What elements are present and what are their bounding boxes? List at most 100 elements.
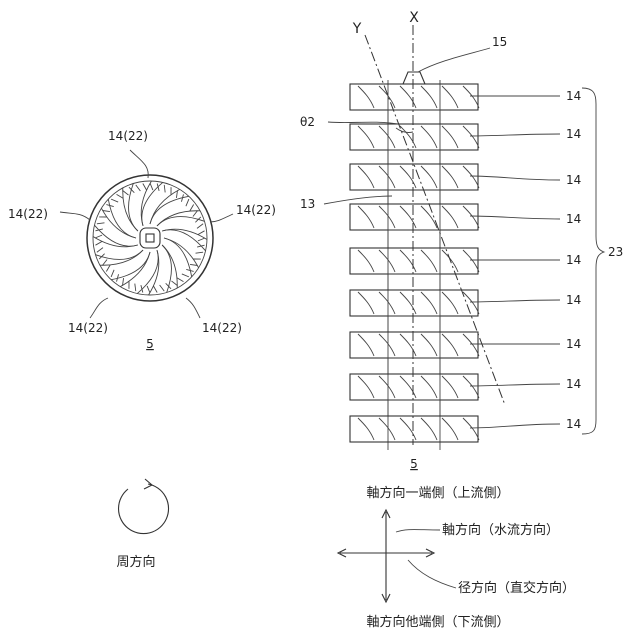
rotor-blade-edge-2 — [162, 245, 171, 293]
blade-hatch-2-6 — [463, 126, 479, 148]
leader-line-bottom-left — [90, 298, 108, 318]
blade-hatch-4-1 — [358, 206, 374, 228]
blade-hatch-1-6 — [463, 86, 479, 108]
blade-hatch-8-6 — [463, 376, 479, 398]
rim-hatch-20 — [106, 265, 110, 272]
axis-y-label: Y — [352, 21, 362, 37]
blade-hatch-5-3 — [400, 250, 416, 272]
label-14-row-6: 14 — [566, 293, 581, 307]
rim-hatch-15 — [135, 284, 136, 292]
blade-hatch-4-3 — [400, 206, 416, 228]
blade-hatch-9-2 — [379, 418, 395, 440]
label-theta2: θ2 — [300, 115, 315, 129]
blade-hatch-5-1 — [358, 250, 374, 272]
leader-radial — [408, 560, 456, 588]
rim-hatch-1 — [198, 238, 205, 241]
rim-hatch-21 — [102, 259, 107, 265]
leader-line-top — [130, 150, 148, 178]
label-14-22-top: 14(22) — [108, 129, 148, 143]
blade-stack — [350, 84, 479, 442]
rim-hatch-31 — [111, 199, 118, 202]
blade-hatch-1-5 — [442, 86, 458, 108]
rim-hatch-48 — [198, 231, 205, 235]
blade-hatch-6-2 — [379, 292, 395, 314]
blade-hatch-5-6 — [463, 250, 479, 272]
leader-line-bottom-right — [186, 298, 200, 318]
blade-hatch-7-2 — [379, 334, 395, 356]
blade-hatch-9-3 — [400, 418, 416, 440]
blade-hatch-9-6 — [463, 418, 479, 440]
blade-hatch-3-4 — [421, 166, 437, 188]
rim-hatch-32 — [117, 194, 124, 198]
label-14-row-3: 14 — [566, 173, 581, 187]
row-connector-1 — [388, 110, 440, 124]
rotor-blade-edge-5 — [95, 250, 143, 259]
label-15: 15 — [492, 35, 507, 49]
label-14-row-8: 14 — [566, 377, 581, 391]
direction-legend: 軸方向一端側（上流側） 軸方向（水流方向） 径方向（直交方向） 軸方向他端側（下… — [338, 485, 575, 630]
rim-hatch-43 — [186, 199, 189, 206]
rim-hatch-8 — [177, 278, 184, 282]
rim-hatch-11 — [160, 285, 165, 291]
blade-hatch-3-3 — [400, 166, 416, 188]
leader-14-row-9 — [470, 424, 560, 428]
circumferential-indicator: 周方向 — [116, 479, 168, 570]
leader-axial — [396, 530, 440, 533]
rotor-blade-edge-11 — [157, 217, 205, 226]
label-14-22-bottom-right: 14(22) — [202, 321, 242, 335]
label-14-22-bottom-left: 14(22) — [68, 321, 108, 335]
label-13: 13 — [300, 197, 315, 211]
leader-line-left — [60, 212, 90, 220]
rim-hatch-45 — [193, 211, 198, 217]
label-14-row-9: 14 — [566, 417, 581, 431]
blade-hatch-8-2 — [379, 376, 395, 398]
blade-hatch-4-5 — [442, 206, 458, 228]
blade-row-6 — [350, 290, 478, 316]
blade-hatch-6-5 — [442, 292, 458, 314]
label-14-22-right: 14(22) — [236, 203, 276, 217]
rim-hatch-33 — [123, 190, 129, 195]
label-14-row-4: 14 — [566, 212, 581, 226]
legend-radial: 径方向（直交方向） — [458, 580, 575, 596]
label-14-row-2: 14 — [566, 127, 581, 141]
leader-15 — [418, 48, 490, 72]
rotor-blade-9 — [141, 181, 151, 226]
shaft-square-hole — [146, 234, 154, 242]
blade-leader-lines: 141414141414141414 — [470, 89, 581, 431]
rim-hatch-13 — [147, 286, 150, 293]
row-connector-2 — [388, 150, 440, 164]
rim-hatch-3 — [196, 252, 204, 253]
label-circumferential: 周方向 — [116, 554, 155, 570]
rim-hatch-7 — [182, 274, 189, 277]
blade-hatch-3-6 — [463, 166, 479, 188]
blade-row-8 — [350, 374, 478, 400]
blade-row-4 — [350, 204, 478, 230]
blade-hatch-4-6 — [463, 206, 479, 228]
row-connector-5 — [388, 274, 440, 290]
row-connector-7 — [388, 358, 440, 374]
blade-hatch-5-2 — [379, 250, 395, 272]
leader-14-row-8 — [470, 384, 560, 386]
rotor-outer-circle — [87, 175, 213, 301]
axis-x-label: X — [409, 10, 419, 26]
rim-hatch-25 — [95, 235, 102, 238]
rim-hatch-36 — [143, 183, 147, 190]
blade-row-2 — [350, 124, 478, 150]
rim-hatch-47 — [197, 224, 203, 229]
blade-hatch-8-1 — [358, 376, 374, 398]
blade-hatch-2-3 — [400, 126, 416, 148]
blade-hatch-3-2 — [379, 166, 395, 188]
blade-hatch-2-1 — [358, 126, 374, 148]
blade-hatch-7-6 — [463, 334, 479, 356]
label-14-row-7: 14 — [566, 337, 581, 351]
blade-hatch-6-6 — [463, 292, 479, 314]
rotor-end-view: 14(22) 14(22) 14(22) 14(22) 14(22) 5 — [8, 129, 276, 351]
blade-hatch-1-3 — [400, 86, 416, 108]
blade-hatch-8-3 — [400, 376, 416, 398]
blade-hatch-4-4 — [421, 206, 437, 228]
legend-top: 軸方向一端側（上流側） — [366, 485, 509, 501]
leader-14-row-2 — [470, 134, 560, 136]
leader-14-row-4 — [470, 216, 560, 219]
blade-hatch-9-5 — [442, 418, 458, 440]
